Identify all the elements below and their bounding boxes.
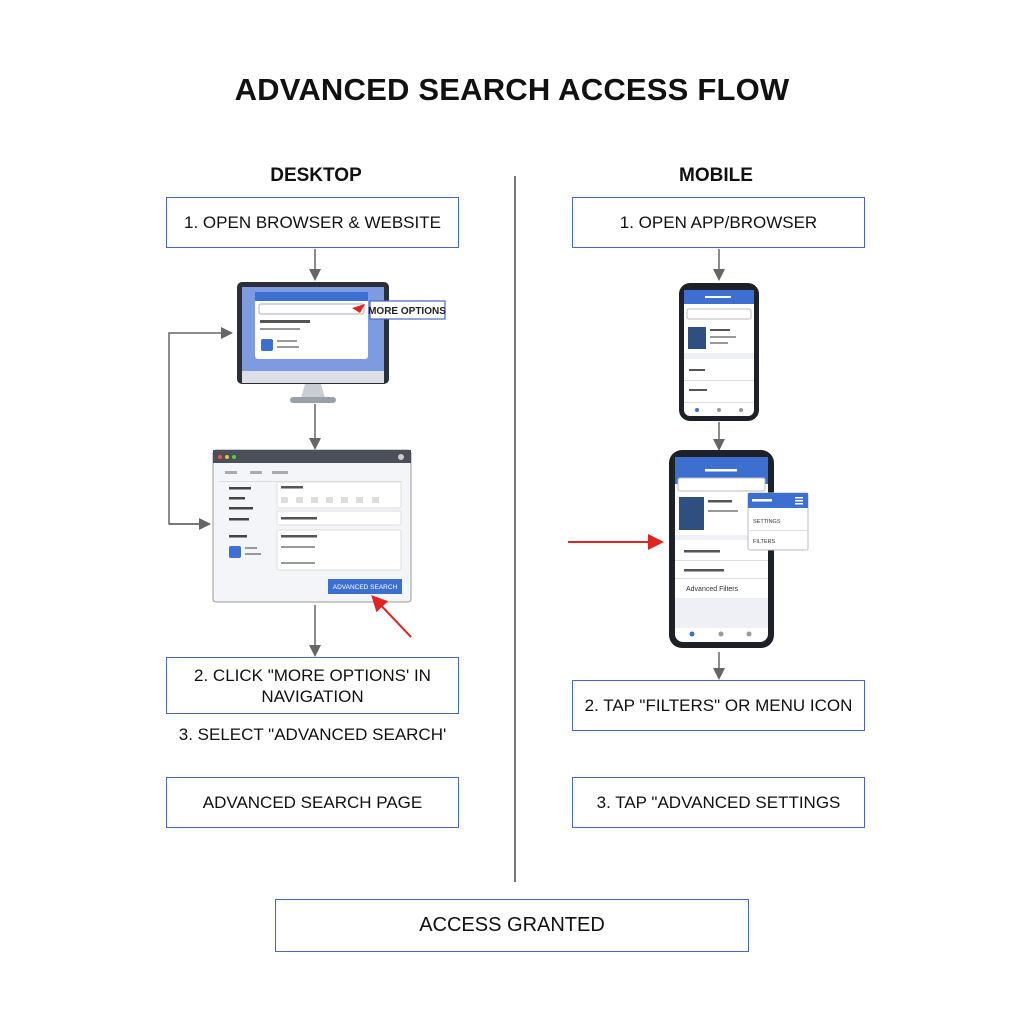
desktop-result-box: ADVANCED SEARCH PAGE: [166, 777, 459, 828]
desktop-step2-label: 2. CLICK "MORE OPTIONS' IN NAVIGATION: [194, 665, 431, 706]
mobile-step1-box: 1. OPEN APP/BROWSER: [572, 197, 865, 248]
mobile-step3-box: 3. TAP "ADVANCED SETTINGS: [572, 777, 865, 828]
desktop-step3-label: 3. SELECT "ADVANCED SEARCH': [178, 725, 447, 744]
mobile-step3-label: 3. TAP "ADVANCED SETTINGS: [596, 793, 841, 812]
desktop-step2-box: 2. CLICK "MORE OPTIONS' IN NAVIGATION: [166, 657, 459, 714]
column-divider: [514, 176, 516, 882]
panel-advanced-search-button: ADVANCED SEARCH: [333, 584, 398, 591]
phone1-illustration: [679, 283, 759, 421]
final-box: ACCESS GRANTED: [275, 899, 749, 952]
desktop-result-label: ADVANCED SEARCH PAGE: [202, 793, 423, 812]
mobile-step2-box: 2. TAP "FILTERS" OR MENU ICON: [572, 680, 865, 731]
desktop-step1-box: 1. OPEN BROWSER & WEBSITE: [166, 197, 459, 248]
diagram-title: ADVANCED SEARCH ACCESS FLOW: [234, 72, 790, 107]
desktop-step1-label: 1. OPEN BROWSER & WEBSITE: [184, 213, 441, 232]
phone2-illustration: Advanced Filters SETTINGS FILTERS: [669, 450, 809, 648]
mobile-heading: MOBILE: [679, 165, 753, 186]
menu-item-filters: FILTERS: [753, 539, 776, 545]
desktop-heading: DESKTOP: [270, 165, 362, 186]
menu-item-settings: SETTINGS: [753, 519, 781, 525]
more-options-callout: MORE OPTIONS: [368, 306, 446, 317]
search-panel-illustration: ADVANCED SEARCH: [212, 449, 412, 603]
phone2-row-advanced-filters: Advanced Filters: [686, 586, 739, 593]
mobile-step1-label: 1. OPEN APP/BROWSER: [619, 213, 818, 232]
final-label: ACCESS GRANTED: [419, 914, 605, 936]
red-arrow-desktop: [371, 595, 412, 638]
mobile-step2-label: 2. TAP "FILTERS" OR MENU ICON: [584, 696, 853, 715]
monitor-illustration: MORE OPTIONS: [237, 282, 446, 403]
